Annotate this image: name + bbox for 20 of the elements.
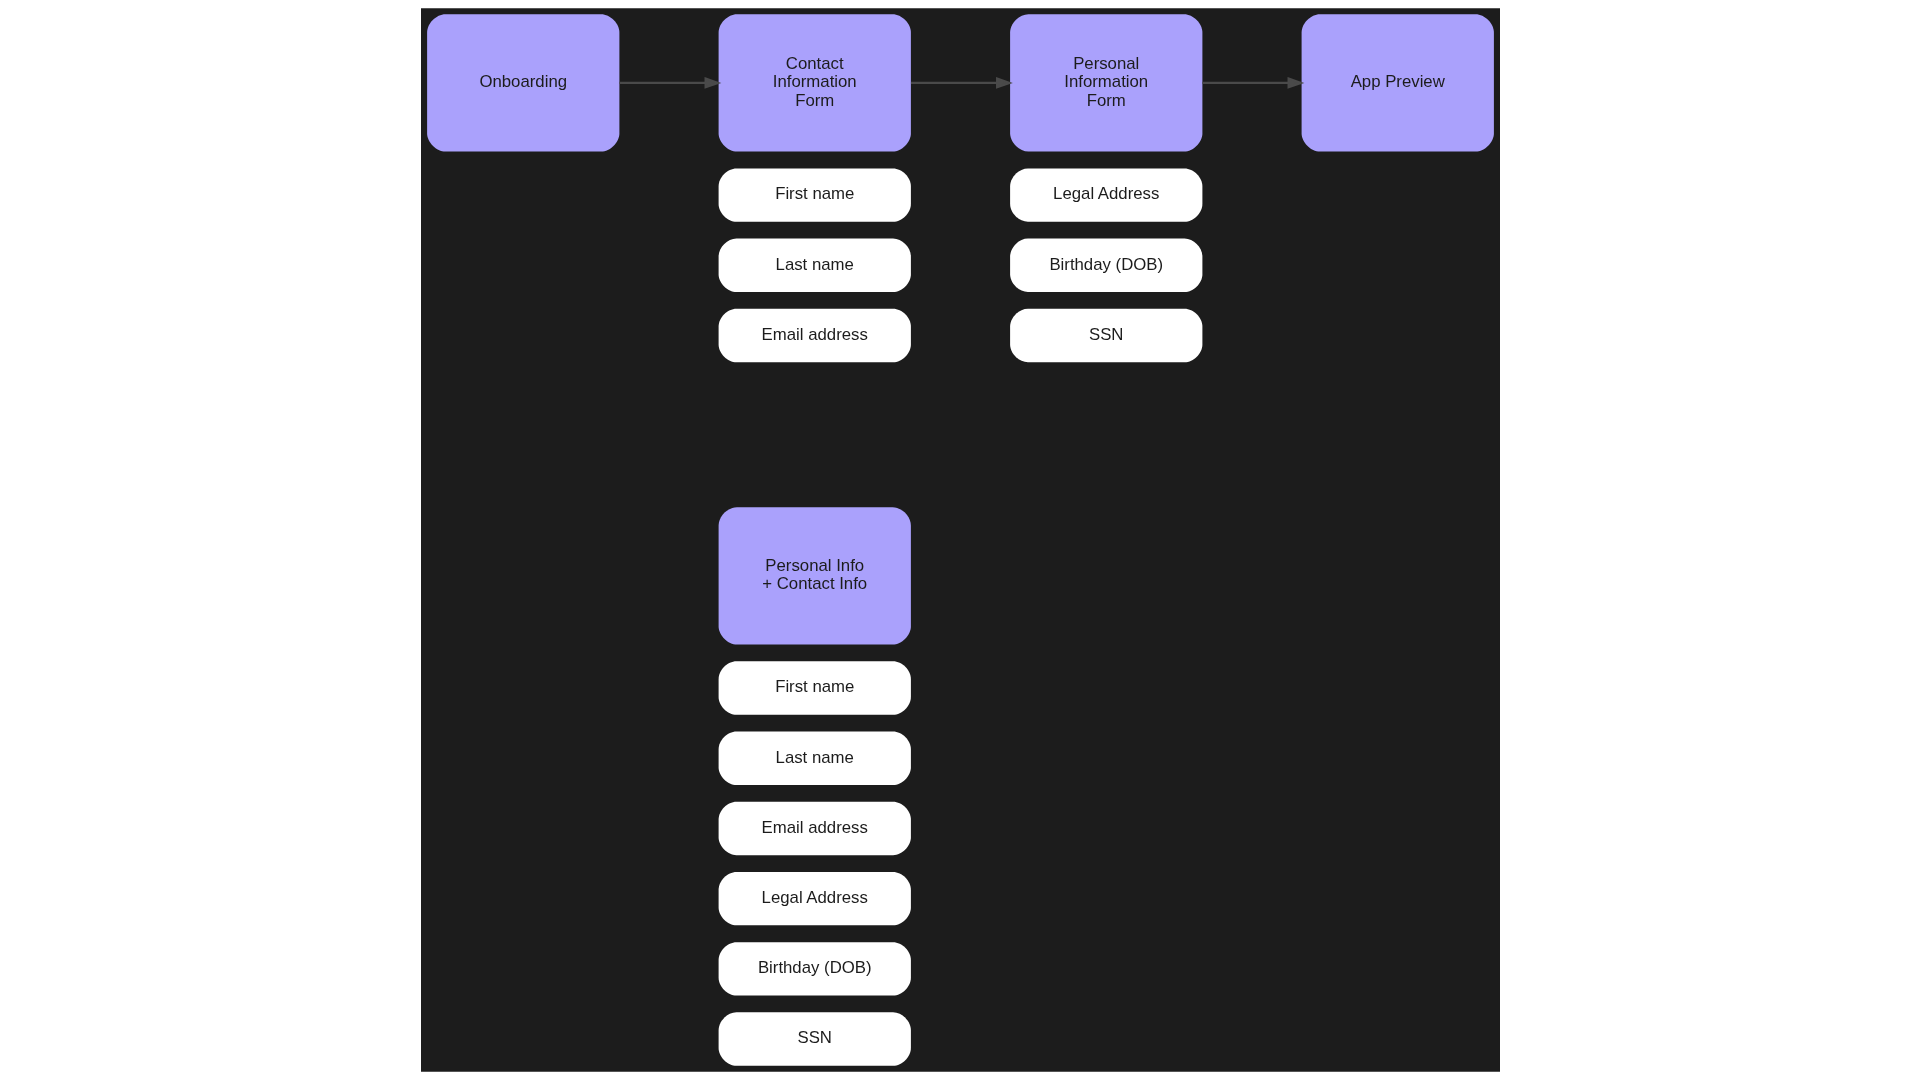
node-box: First name (718, 661, 911, 715)
node-box: Legal Address (1009, 168, 1202, 222)
arrow (910, 77, 1013, 89)
node-box: Contact Information Form (718, 14, 911, 152)
node-box: SSN (1009, 308, 1202, 363)
node-box: First name (718, 168, 911, 222)
node-box: Legal Address (718, 871, 911, 926)
node-box: Birthday (DOB) (1009, 238, 1202, 292)
node-box: App Preview (1301, 14, 1494, 152)
node-box: Personal Information Form (1009, 14, 1202, 152)
node-box: Email address (718, 801, 911, 856)
arrow (1201, 77, 1304, 89)
node-box: Email address (718, 308, 911, 363)
node-box: Last name (718, 731, 911, 785)
node-box: Birthday (DOB) (718, 942, 911, 996)
arrow (618, 77, 721, 89)
node-box: SSN (718, 1012, 911, 1066)
node-box: Personal Info + Contact Info (718, 507, 911, 645)
node-box: Last name (718, 238, 911, 292)
node-box: Onboarding (426, 14, 619, 152)
